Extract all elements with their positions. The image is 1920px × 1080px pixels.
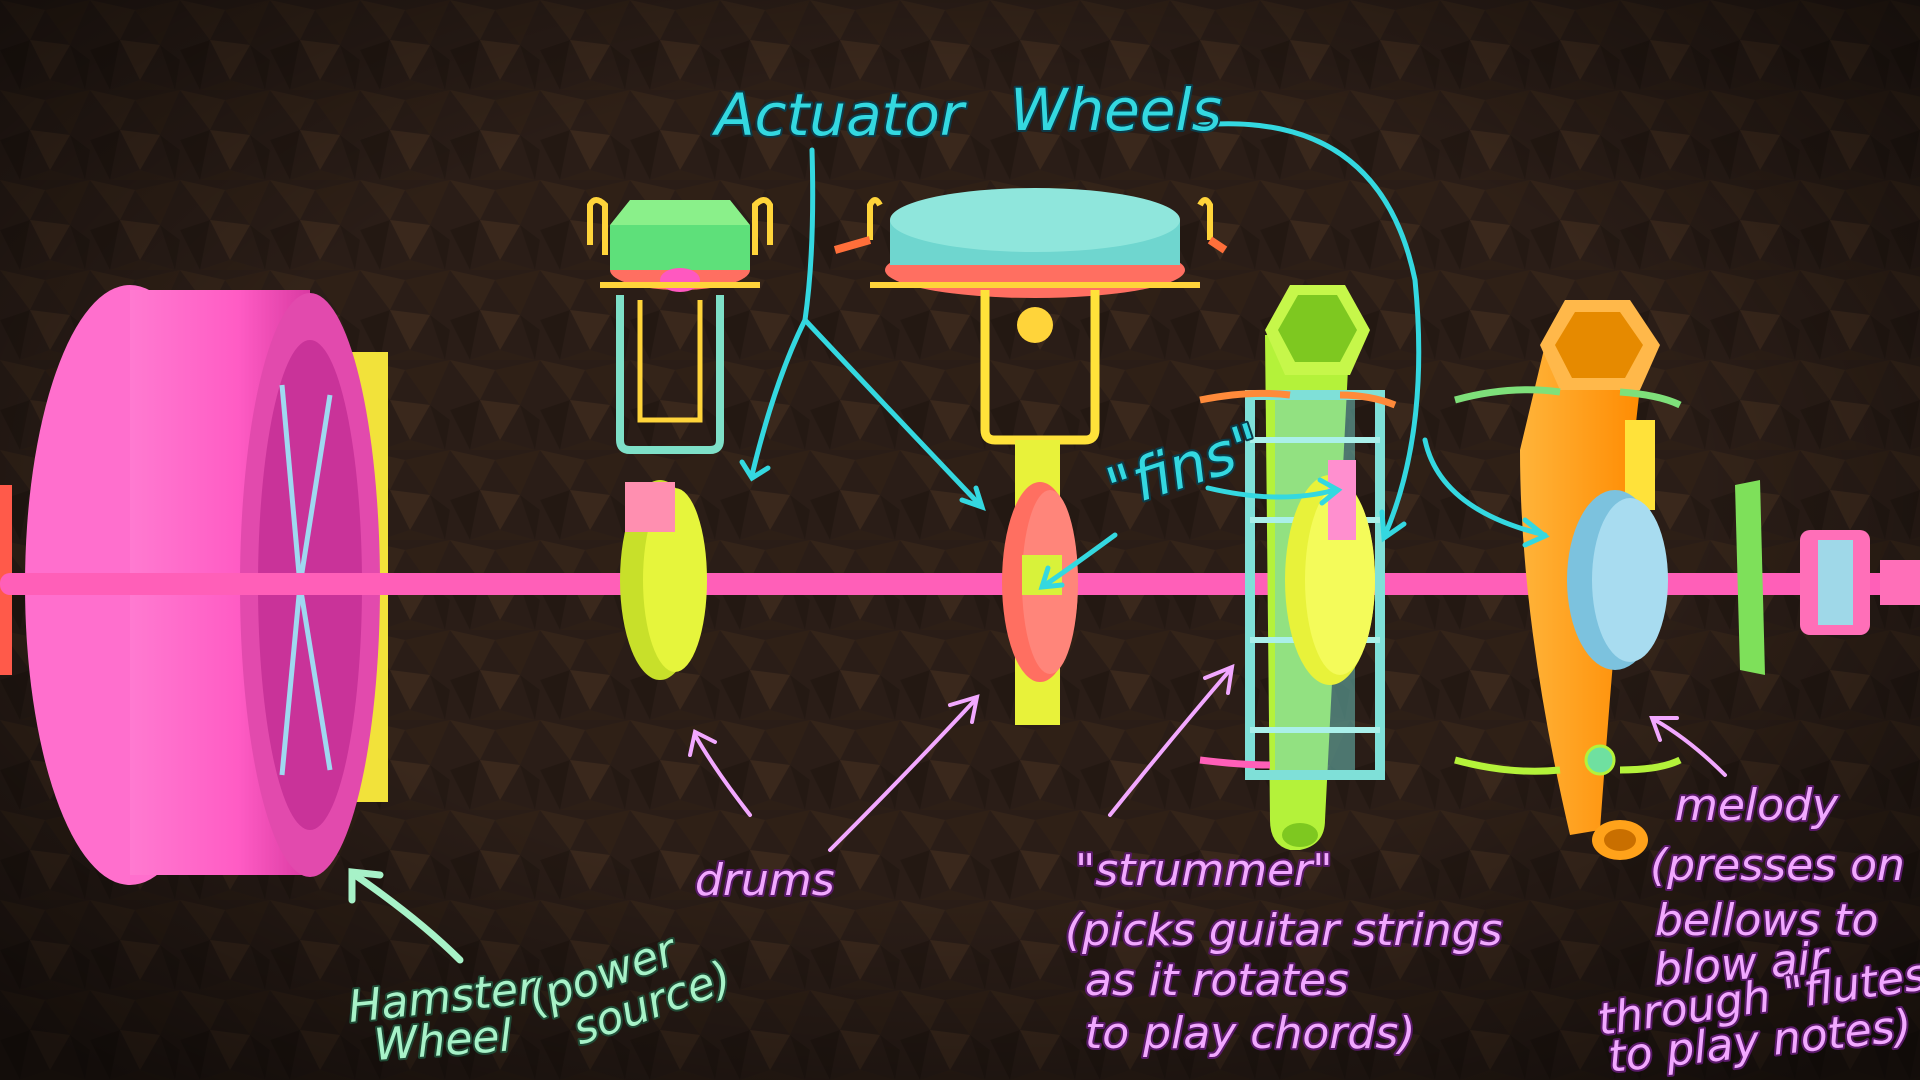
label-hamster-2: Wheel — [372, 1010, 514, 1071]
label-melody-2: bellows to — [1655, 895, 1878, 946]
label-strummer-2: as it rotates — [1085, 955, 1349, 1006]
right-end-pieces — [1735, 480, 1920, 675]
actuator-arrows — [739, 121, 1550, 590]
label-melody: melody — [1675, 780, 1839, 831]
label-strummer-3: to play chords) — [1085, 1008, 1415, 1059]
hamster-arrow — [348, 868, 464, 964]
label-wheels: Wheels — [1010, 76, 1222, 144]
label-strummer: "strummer" — [1075, 845, 1333, 896]
label-strummer-1: (picks guitar strings — [1065, 905, 1502, 956]
strummer — [1199, 285, 1397, 850]
drum-yellow — [620, 480, 707, 680]
instrument-arrows — [688, 663, 1727, 852]
actuator-wheel-large — [833, 188, 1228, 480]
actuator-wheel-small — [587, 197, 773, 454]
main-axle — [0, 573, 1910, 595]
label-actuator: Actuator — [711, 81, 967, 149]
melody-flute — [1454, 300, 1682, 860]
label-melody-1: (presses on — [1650, 840, 1905, 891]
drum-red — [1002, 470, 1078, 725]
label-drums: drums — [695, 855, 835, 906]
